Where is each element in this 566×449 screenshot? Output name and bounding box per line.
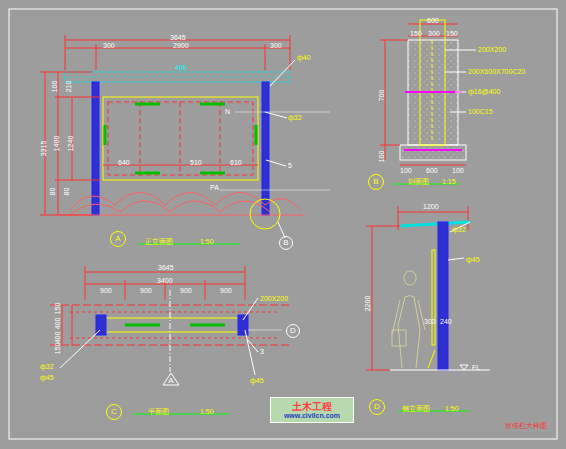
section-circle: D	[369, 399, 385, 415]
dimension-label: ф32	[452, 226, 466, 233]
dimension-label: 600	[426, 167, 438, 174]
dimension-label: 400	[175, 64, 187, 71]
section-circle: C	[106, 404, 122, 420]
section-letter: D	[374, 403, 380, 412]
dimension-label: 200X200	[260, 295, 288, 302]
dimension-label: 1:50	[445, 405, 459, 412]
dimension-label: 240	[440, 318, 452, 325]
dimension-label: 300	[428, 30, 440, 37]
dimension-label: 900	[180, 287, 192, 294]
watermark-box: 土木工程www.civilcn.com	[270, 397, 354, 423]
dimension-label: 3400	[157, 277, 173, 284]
dimension-label: 610	[230, 159, 242, 166]
dimension-label: ф40	[297, 54, 311, 61]
dimension-label: 1200	[423, 203, 439, 210]
dimension-label: 210	[65, 81, 72, 93]
dimension-label: ф32	[40, 363, 54, 370]
dimension-label: 200X200	[478, 46, 506, 53]
dimension-label: 2900	[173, 42, 189, 49]
dimension-label: 100	[378, 151, 385, 163]
dimension-label: 300	[424, 318, 436, 325]
dimension-label: 150	[446, 30, 458, 37]
dimension-label: 700	[378, 90, 385, 102]
dimension-label: 1:15	[442, 178, 456, 185]
plan-c	[50, 266, 290, 414]
dimension-label: 510	[190, 159, 202, 166]
dimension-label: 2200	[364, 296, 371, 312]
dimension-label: 1:50	[200, 238, 214, 245]
watermark-text: 土木工程	[292, 401, 332, 412]
dimension-label: ф16@400	[468, 88, 500, 95]
dimension-label: 平面图	[148, 408, 169, 415]
dimension-label: 640	[118, 159, 130, 166]
dimension-label: PA	[210, 184, 219, 191]
section-letter: C	[111, 408, 117, 417]
section-circle: A	[110, 231, 126, 247]
dimension-label: ф45	[40, 374, 54, 381]
section-b	[380, 20, 476, 184]
dimension-label: 150	[54, 343, 61, 355]
dimension-label: 宣传栏大样图	[505, 422, 547, 429]
dimension-label: 400	[54, 332, 61, 344]
side-elevation-d	[366, 206, 490, 411]
section-letter: B	[283, 239, 288, 248]
dimension-label: 150	[54, 303, 61, 315]
dimension-label: 200X600X700C20	[468, 68, 525, 75]
dimension-label: 100	[400, 167, 412, 174]
dimension-label: 300	[270, 42, 282, 49]
dimension-label: ф45	[250, 377, 264, 384]
dimension-label: 600	[427, 17, 439, 24]
dimension-label: 3645	[158, 264, 174, 271]
dimension-label: 1400	[53, 136, 60, 152]
dimension-label: 5	[288, 162, 292, 169]
dimension-label: 900	[100, 287, 112, 294]
section-circle: B	[279, 236, 293, 250]
dimension-label: 3645	[170, 34, 186, 41]
dimension-label: ф32	[288, 114, 302, 121]
dimension-label: 100	[51, 81, 58, 93]
dimension-label: 100	[452, 167, 464, 174]
watermark-text: www.civilcn.com	[284, 412, 340, 420]
dimension-label: 1:50	[200, 408, 214, 415]
dimension-label: 150	[410, 30, 422, 37]
section-letter: D	[290, 327, 296, 336]
dimension-label: 80	[49, 188, 56, 196]
dimension-label: 80	[63, 188, 70, 196]
section-letter: B	[373, 178, 378, 187]
section-circle: D	[286, 324, 300, 338]
dimension-label: 400	[54, 318, 61, 330]
dimension-label: 900	[140, 287, 152, 294]
dimension-label: 剖面图	[408, 178, 429, 185]
dimension-label: 3315	[40, 141, 47, 157]
dimension-label: 侧立面图	[402, 405, 430, 412]
section-letter: A	[115, 235, 120, 244]
triangle-outline	[163, 373, 179, 385]
section-marker: A	[162, 372, 180, 386]
dimension-label: 900	[220, 287, 232, 294]
front-elevation	[40, 35, 330, 244]
section-circle: B	[368, 174, 384, 190]
dimension-label: FL	[472, 364, 480, 371]
dimension-label: ф45	[466, 256, 480, 263]
dimension-label: N	[225, 108, 230, 115]
section-letter: A	[168, 377, 173, 386]
dimension-label: 300	[103, 42, 115, 49]
dimension-label: 3	[260, 348, 264, 355]
dimension-label: 正立面图	[145, 238, 173, 245]
sheet-border	[9, 9, 557, 439]
dimension-label: 100C15	[468, 108, 493, 115]
dimension-label: 1240	[67, 136, 74, 152]
